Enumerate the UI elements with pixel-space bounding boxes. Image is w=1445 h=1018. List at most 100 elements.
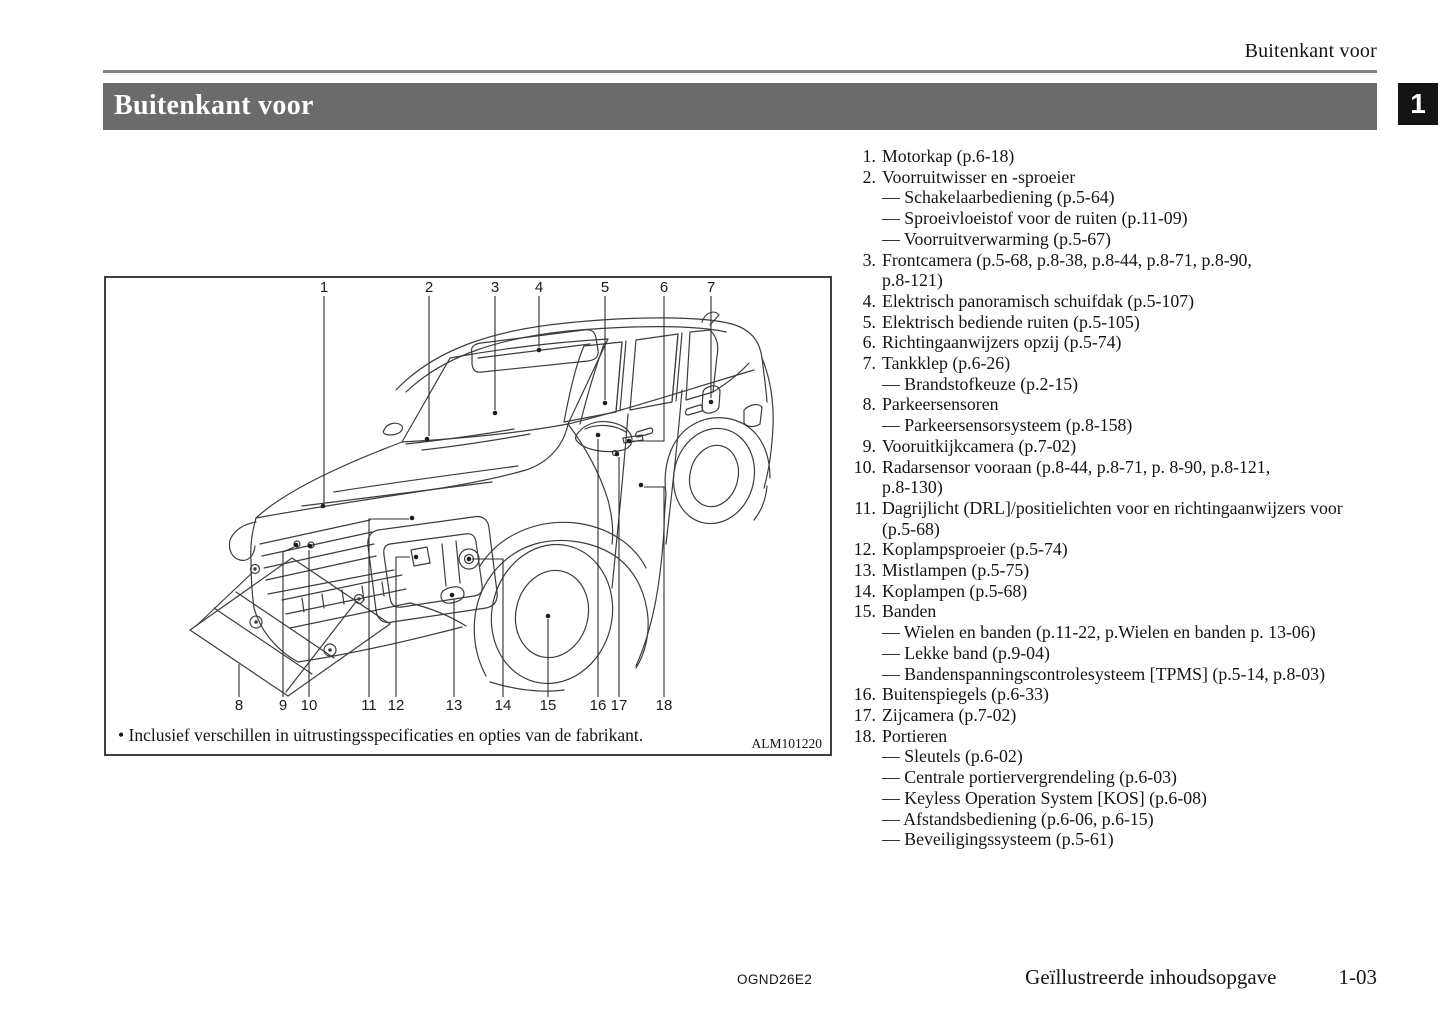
legend-item-number <box>851 208 876 229</box>
legend-item-number: 17. <box>853 704 876 725</box>
hood-edge <box>255 441 403 519</box>
footer-doc-code: OGND26E2 <box>737 972 813 987</box>
callout-dot-2 <box>424 436 430 442</box>
legend-item-text: Tankklep (p.6-26) <box>882 353 1011 374</box>
legend-item-text: Radarsensor vooraan (p.8-44, p.8-71, p. … <box>882 456 1271 477</box>
legend-line: 10. Radarsensor vooraan (p.8-44, p.8-71, … <box>851 457 1391 478</box>
legend-item-number: 6. <box>862 332 876 353</box>
rear-wheel <box>672 427 756 525</box>
callout-number-5: 5 <box>601 279 609 296</box>
legend-line: — Centrale portiervergrendeling (p.6-03) <box>851 767 1391 788</box>
fuel-door <box>701 385 721 414</box>
callout-number-1: 1 <box>320 279 328 296</box>
door-seam <box>611 413 629 589</box>
legend-item-text: Koplampsproeier (p.5-74) <box>882 539 1068 560</box>
legend-line: — Schakelaarbediening (p.5-64) <box>851 187 1391 208</box>
front-door-window <box>563 341 623 423</box>
legend-line: — Parkeersensorsysteem (p.8-158) <box>851 415 1391 436</box>
footer-section-title: Geïllustreerde inhoudsopgave <box>1025 965 1277 989</box>
car-line-art <box>189 311 774 697</box>
callout-dot-6 <box>626 438 632 444</box>
legend-item-number: 13. <box>853 560 876 581</box>
legend-item-text: Vooruitkijkcamera (p.7-02) <box>882 435 1077 456</box>
legend-item-number <box>851 767 876 788</box>
legend-line: 3.Frontcamera (p.5-68, p.8-38, p.8-44, p… <box>851 250 1391 271</box>
sunroof <box>470 329 599 373</box>
figure-caption: • Inclusief verschillen in uitrustingssp… <box>118 725 644 745</box>
legend-item-text: Parkeersensoren <box>882 394 999 415</box>
legend-line: 8. Parkeersensoren <box>851 394 1391 415</box>
callout-number-6: 6 <box>660 279 668 296</box>
legend-line: 13. Mistlampen (p.5-75) <box>851 560 1391 581</box>
callout-dot-9 <box>293 542 299 548</box>
callout-number-15: 15 <box>540 697 557 714</box>
legend-item-number: 8. <box>862 394 876 415</box>
legend-item-number: 4. <box>862 290 876 311</box>
legend-item-text: Motorkap (p.6-18) <box>882 146 1015 166</box>
parking-sensor <box>249 563 261 575</box>
callout-number-4: 4 <box>535 279 543 296</box>
callout-number-18: 18 <box>656 697 673 714</box>
legend-line: — Sproeivloeistof voor de ruiten (p.11-0… <box>851 208 1391 229</box>
legend-item-number <box>851 809 876 830</box>
door-handle <box>685 404 704 416</box>
legend-item-text: — Beveiligingssysteem (p.5-61) <box>882 829 1114 850</box>
legend-item-number: 5. <box>862 311 876 332</box>
legend-item-text: — Wielen en banden (p.11-22, p.Wielen en… <box>882 622 1316 643</box>
legend-item-number: 9. <box>862 435 876 456</box>
callout-dot-11 <box>409 515 415 521</box>
legend-item-number: 18. <box>853 725 876 746</box>
legend-line: — Keyless Operation System [KOS] (p.6-08… <box>851 788 1391 809</box>
legend-item-text: Mistlampen (p.5-75) <box>882 560 1030 581</box>
legend-item-number: 16. <box>853 684 876 705</box>
legend-line: 5.Elektrisch bediende ruiten (p.5-105) <box>851 312 1391 333</box>
legend-item-number: 2. <box>862 166 876 187</box>
callout-number-11: 11 <box>361 697 377 714</box>
legend-item-number: 1. <box>862 146 876 166</box>
legend-line: — Voorruitverwarming (p.5-67) <box>851 229 1391 250</box>
callout-number-9: 9 <box>279 697 287 714</box>
legend-item-text: — Voorruitverwarming (p.5-67) <box>882 228 1111 249</box>
legend-line: 12. Koplampsproeier (p.5-74) <box>851 539 1391 560</box>
callout-number-8: 8 <box>235 697 243 714</box>
legend-item-number: 12. <box>853 539 876 560</box>
legend-item-number <box>851 643 876 664</box>
legend-item-text: (p.5-68) <box>882 518 940 539</box>
legend-item-text: p.8-121) <box>882 270 943 291</box>
wiper <box>405 428 515 445</box>
callout-dot-12 <box>413 554 419 560</box>
callout-dot-18 <box>638 482 644 488</box>
legend-item-number <box>851 664 876 685</box>
legend-line: 15.Banden <box>851 601 1391 622</box>
headlamp-washer <box>410 546 431 567</box>
callout-leader-11 <box>368 518 409 697</box>
callout-dot-4 <box>536 347 542 353</box>
section-title: Buitenkant voor <box>114 90 314 121</box>
legend-item-number <box>851 746 876 767</box>
legend-line: 9. Vooruitkijkcamera (p.7-02) <box>851 436 1391 457</box>
legend-line: (p.5-68) <box>851 519 1391 540</box>
callout-number-17: 17 <box>611 697 628 714</box>
legend-item-number <box>851 788 876 809</box>
legend-item-text: — Afstandsbediening (p.6-06, p.6-15) <box>882 808 1154 829</box>
chapter-tab: 1 <box>1398 83 1438 125</box>
callout-number-14: 14 <box>495 697 512 714</box>
legend-line: 1. Motorkap (p.6-18) <box>851 146 1391 167</box>
legend-line: 7.Tankklep (p.6-26) <box>851 353 1391 374</box>
footer-page-number: 1-03 <box>1338 965 1378 989</box>
callout-dot-7 <box>708 399 714 405</box>
side-mirror <box>575 420 633 453</box>
callout-leader-6 <box>633 296 665 442</box>
quarter-window <box>685 329 719 401</box>
legend-line: 6.Richtingaanwijzers opzij (p.5-74) <box>851 332 1391 353</box>
callout-leader-9 <box>282 546 295 697</box>
legend-item-number: 10. <box>853 456 876 477</box>
legend-list: 1.Motorkap (p.6-18)2.Voorruitwisser en -… <box>851 146 1391 850</box>
legend-item-text: Frontcamera (p.5-68, p.8-38, p.8-44, p.8… <box>882 249 1252 270</box>
legend-item-number <box>851 477 876 498</box>
legend-item-text: — Sproeivloeistof voor de ruiten (p.11-0… <box>882 208 1188 229</box>
callout-dot-17 <box>614 451 620 457</box>
beltline <box>567 369 755 425</box>
legend-line: 18.Portieren <box>851 726 1391 747</box>
rear-door-window <box>629 333 679 411</box>
